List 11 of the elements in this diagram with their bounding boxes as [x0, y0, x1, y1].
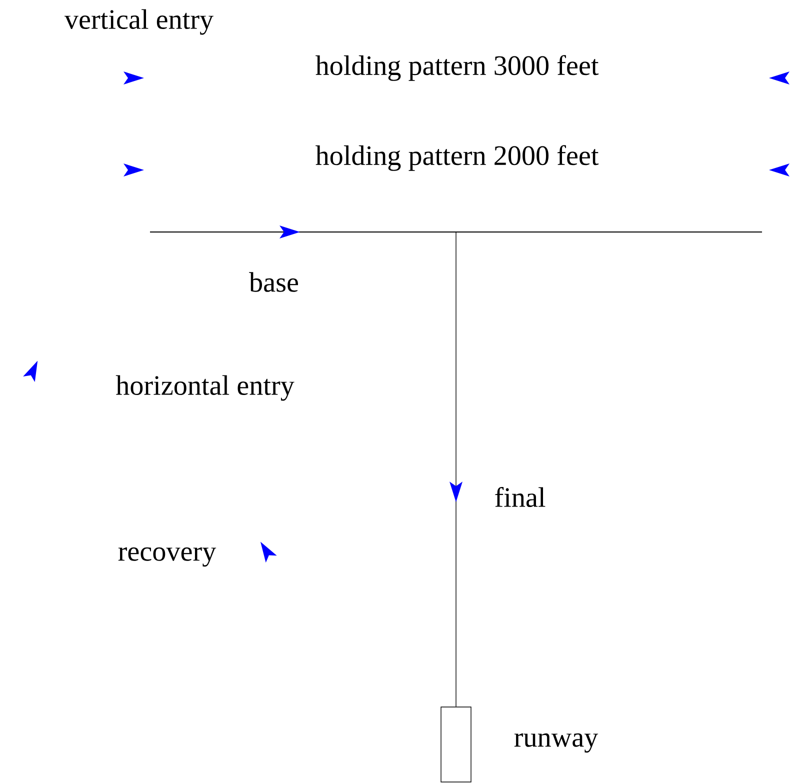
runway-box — [440, 706, 472, 782]
beside-label: base — [249, 272, 298, 292]
base-line — [150, 231, 762, 233]
text-label: vertical entry — [64, 9, 214, 35]
beside-label: runway — [514, 733, 598, 753]
text-label: holding pattern 2000 feet — [316, 145, 599, 171]
text-label: recovery — [118, 547, 216, 567]
edge-label: final — [495, 486, 546, 508]
arrow — [450, 232, 462, 707]
text-label: holding pattern 3000 feet — [316, 55, 599, 81]
text-label: horizontal entry — [116, 375, 294, 401]
